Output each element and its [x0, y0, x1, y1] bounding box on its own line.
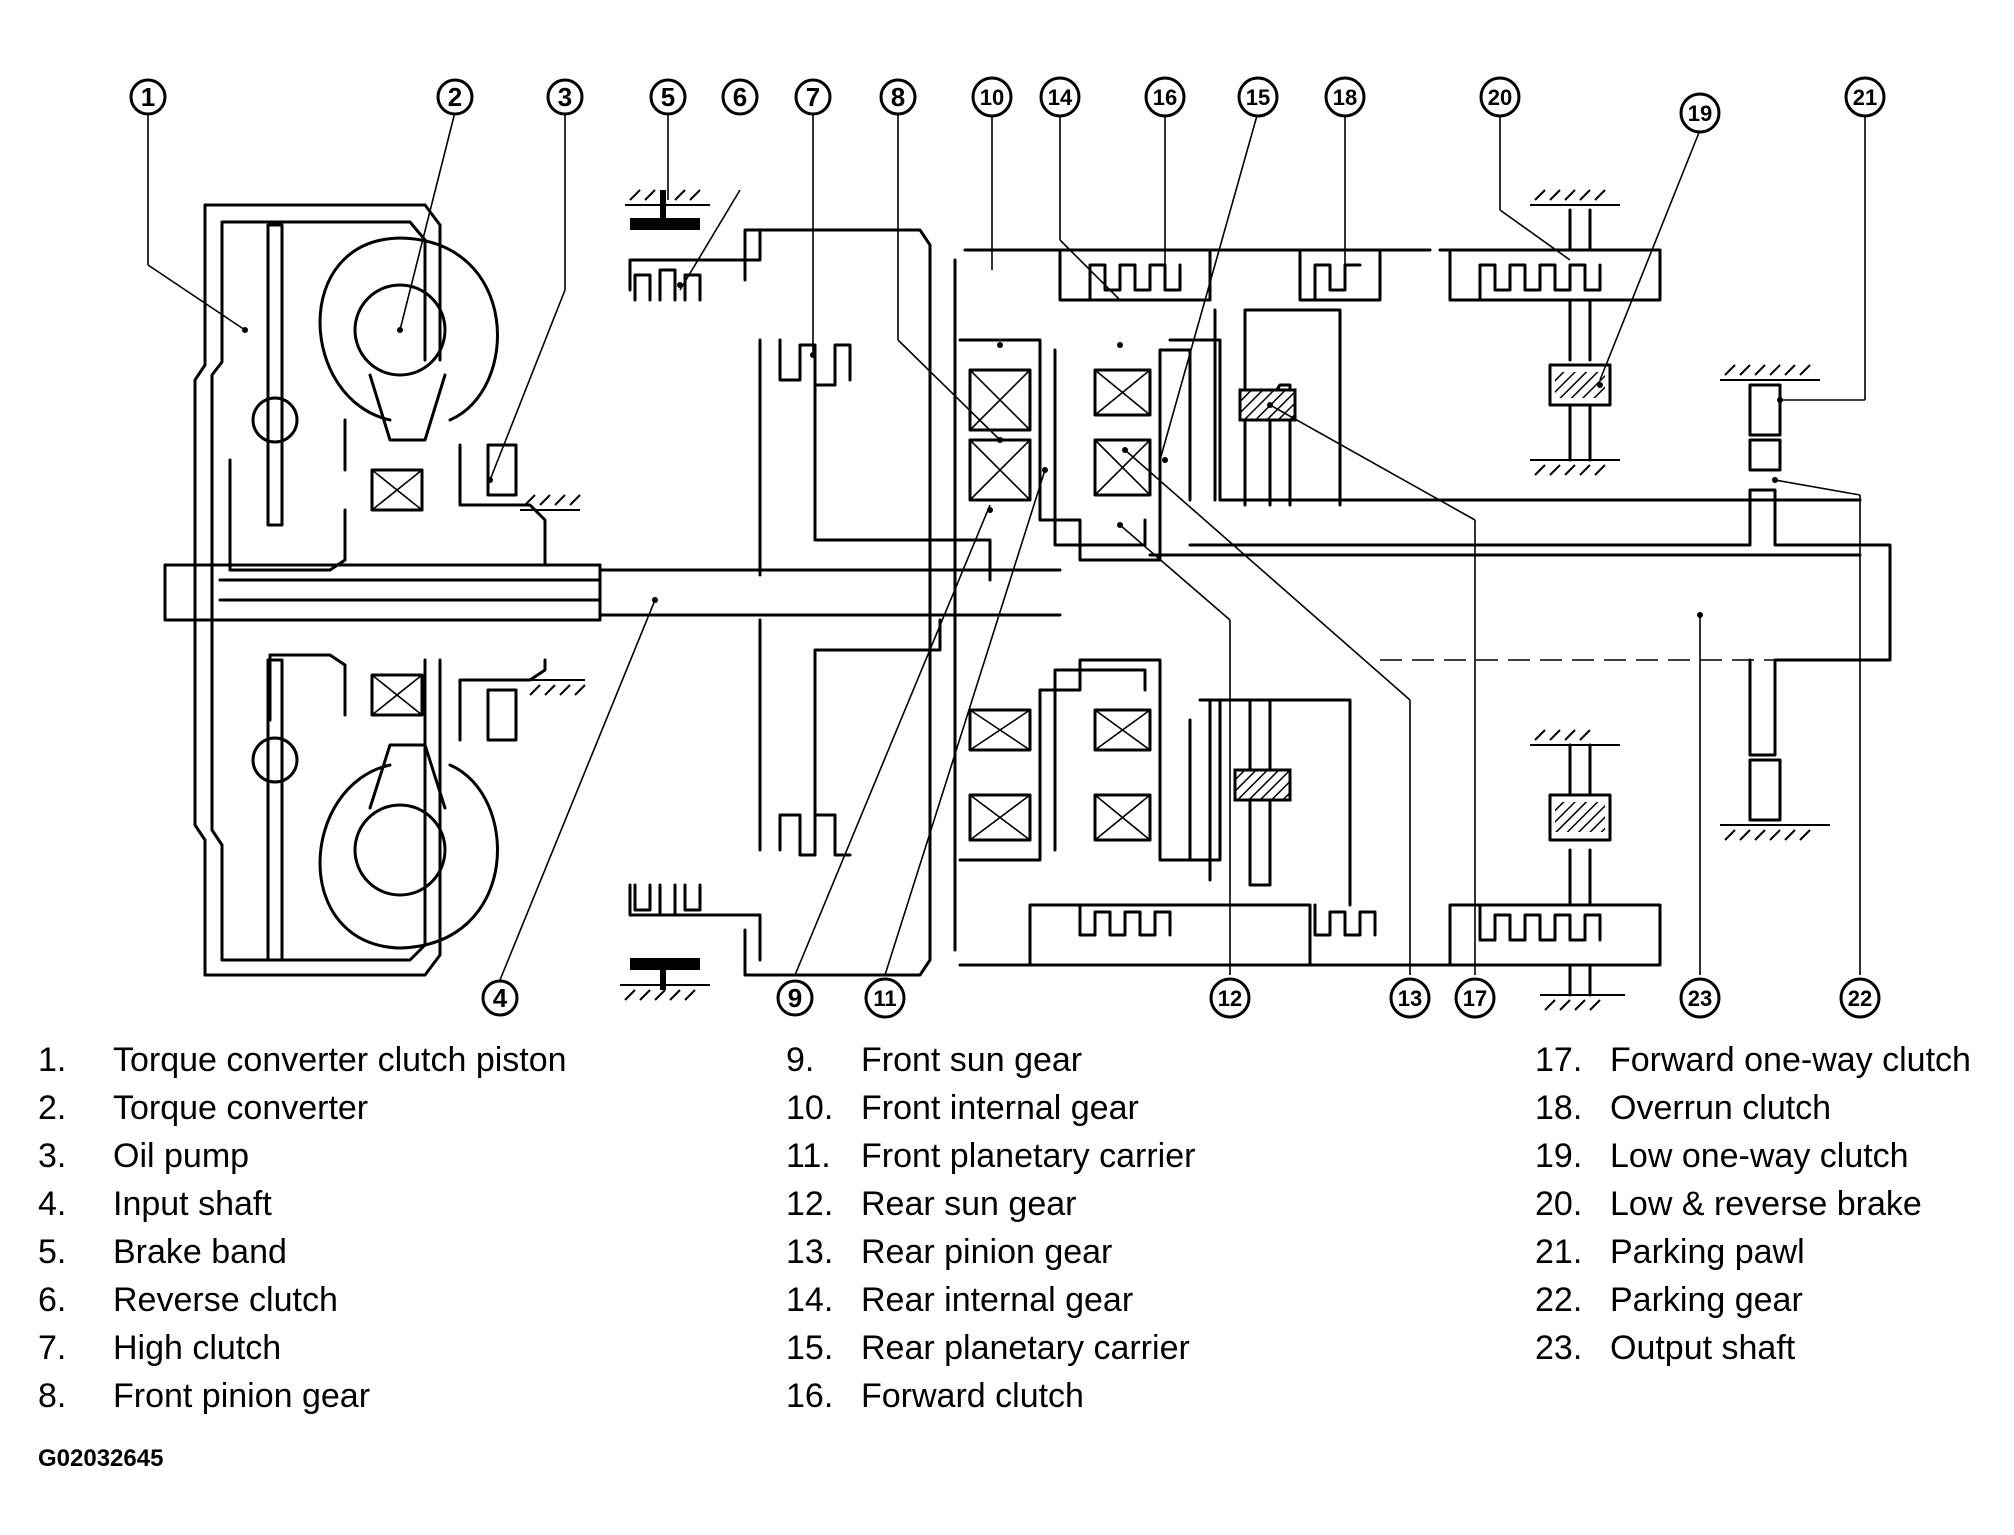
- legend-number: 11.: [786, 1137, 831, 1175]
- legend-text: Rear pinion gear: [861, 1233, 1113, 1271]
- callout-4: 4: [493, 983, 508, 1013]
- legend-number: 8.: [38, 1377, 67, 1415]
- legend-number: 23.: [1535, 1329, 1583, 1367]
- legend-number: 22.: [1535, 1281, 1583, 1319]
- legend-text: Rear internal gear: [861, 1281, 1134, 1319]
- callout-10: 10: [980, 85, 1004, 110]
- legend-number: 3.: [38, 1137, 67, 1175]
- forward-overrun-clutches: [1028, 248, 1382, 967]
- callout-2: 2: [448, 82, 462, 112]
- callout-7: 7: [806, 82, 820, 112]
- callout-23: 23: [1688, 986, 1712, 1011]
- callout-8: 8: [891, 82, 905, 112]
- callout-6: 6: [733, 82, 747, 112]
- legend-text: High clutch: [113, 1329, 282, 1367]
- callout-16: 16: [1153, 85, 1177, 110]
- legend-text: Forward clutch: [861, 1377, 1084, 1415]
- legend-text: Torque converter clutch piston: [113, 1041, 567, 1079]
- legend-text: Oil pump: [113, 1137, 250, 1175]
- callout-13: 13: [1398, 986, 1422, 1011]
- callout-19: 19: [1688, 101, 1712, 126]
- input-shaft: [163, 563, 1062, 622]
- legend-text: Forward one-way clutch: [1610, 1041, 1971, 1079]
- reference-dots: [242, 282, 1783, 618]
- legend-number: 21.: [1535, 1233, 1583, 1271]
- callout-17: 17: [1463, 986, 1487, 1011]
- legend-text: Low one-way clutch: [1610, 1137, 1909, 1175]
- legend-number: 5.: [38, 1233, 67, 1271]
- callouts: 1 2 3 4 5 6 7 8 9 10 11 12 13 14 15 16 1…: [129, 76, 1886, 1019]
- legend-number: 16.: [786, 1377, 834, 1415]
- legend-number: 6.: [38, 1281, 67, 1319]
- legend-text: Output shaft: [1610, 1329, 1796, 1367]
- legend-number: 7.: [38, 1329, 67, 1367]
- callout-9: 9: [788, 983, 802, 1013]
- callout-20: 20: [1488, 85, 1512, 110]
- callout-3: 3: [558, 82, 572, 112]
- legend-number: 9.: [786, 1041, 815, 1079]
- output-shaft: [1188, 383, 1892, 822]
- low-reverse-brake: [1438, 208, 1662, 997]
- parts-legend: 1. Torque converter clutch piston 2. Torqu…: [0, 1040, 2014, 1460]
- ground-hatches: [520, 189, 1830, 1011]
- legend-text: Torque converter: [113, 1089, 369, 1127]
- legend-number: 4.: [38, 1185, 67, 1223]
- legend-number: 17.: [1535, 1041, 1583, 1079]
- legend-number: 18.: [1535, 1089, 1583, 1127]
- callout-14: 14: [1048, 85, 1073, 110]
- brake-band: [630, 190, 700, 990]
- legend-text: Brake band: [113, 1233, 287, 1271]
- torque-converter: [193, 203, 547, 977]
- legend-text: Parking gear: [1610, 1281, 1803, 1319]
- legend-text: Front internal gear: [861, 1089, 1139, 1127]
- figure-id: G02032645: [38, 1445, 164, 1472]
- callout-15: 15: [1246, 85, 1270, 110]
- legend-text: Front pinion gear: [113, 1377, 371, 1415]
- legend-text: Rear planetary carrier: [861, 1329, 1190, 1367]
- legend-text: Front sun gear: [861, 1041, 1083, 1079]
- callout-11: 11: [873, 986, 896, 1011]
- legend-text: Parking pawl: [1610, 1233, 1805, 1271]
- legend-text: Rear sun gear: [861, 1185, 1077, 1223]
- leader-lines: [147, 111, 1866, 981]
- legend-text: Input shaft: [113, 1185, 272, 1223]
- transmission-schematic: 1 2 3 4 5 6 7 8 9 10 11 12 13 14 15 16 1…: [129, 76, 1892, 1019]
- legend-number: 14.: [786, 1281, 834, 1319]
- legend-text: Low & reverse brake: [1610, 1185, 1922, 1223]
- legend-text: Front planetary carrier: [861, 1137, 1196, 1175]
- legend-number: 15.: [786, 1329, 834, 1367]
- legend-number: 13.: [786, 1233, 834, 1271]
- callout-12: 12: [1218, 986, 1242, 1011]
- planetary-gearsets: [953, 248, 1862, 967]
- legend-text: Reverse clutch: [113, 1281, 338, 1319]
- callout-18: 18: [1333, 85, 1357, 110]
- legend-number: 19.: [1535, 1137, 1583, 1175]
- callout-5: 5: [661, 82, 675, 112]
- clutch-drum: [628, 228, 992, 977]
- legend-number: 20.: [1535, 1185, 1583, 1223]
- legend-text: Overrun clutch: [1610, 1089, 1832, 1127]
- callout-22: 22: [1848, 986, 1872, 1011]
- legend-number: 1.: [38, 1041, 67, 1079]
- callout-1: 1: [141, 82, 155, 112]
- callout-21: 21: [1853, 85, 1877, 110]
- legend-number: 2.: [38, 1089, 67, 1127]
- legend-number: 10.: [786, 1089, 834, 1127]
- legend-number: 12.: [786, 1185, 834, 1223]
